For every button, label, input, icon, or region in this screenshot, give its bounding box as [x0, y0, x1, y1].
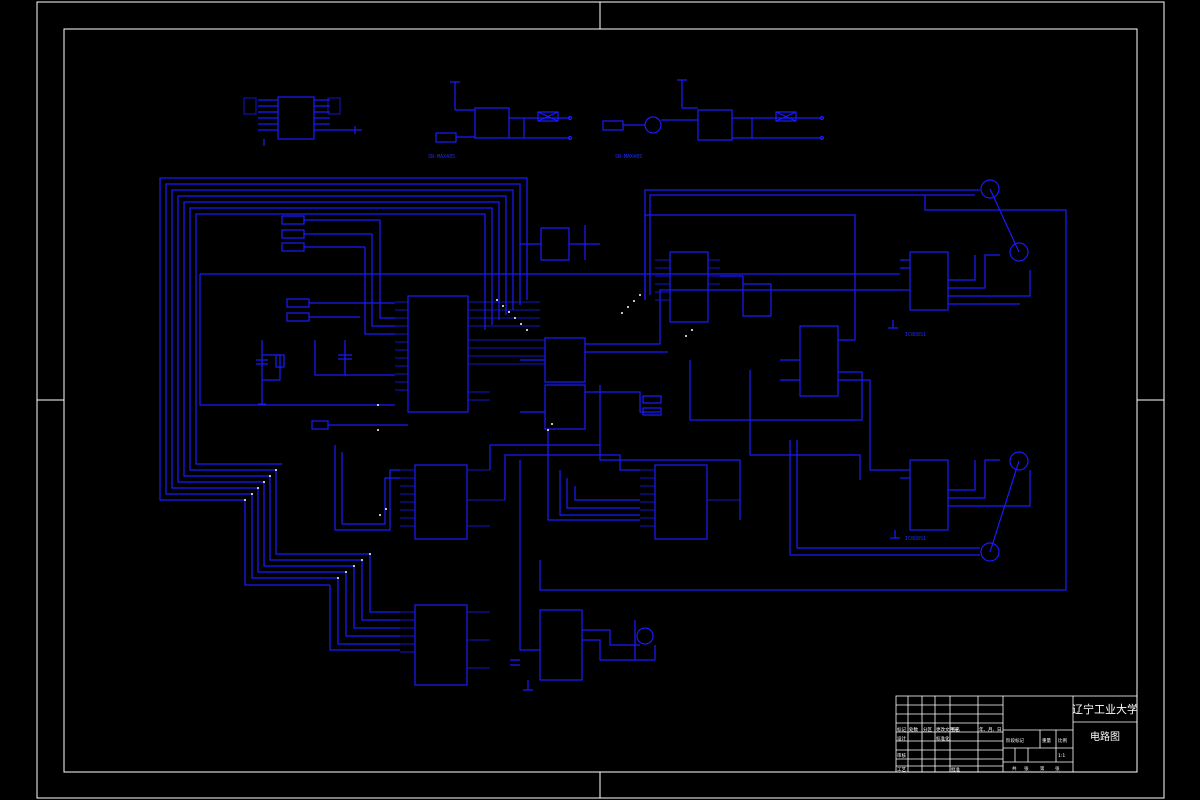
tb-cell-biaozhunhua: 标准化	[936, 735, 950, 742]
tb-cell-gong: 共	[1012, 765, 1017, 772]
lower-left-ic	[244, 444, 600, 586]
bottom-ic	[329, 554, 656, 691]
tb-cell-jieduan: 阶段标记	[1006, 737, 1024, 744]
tb-cell-zhang1: 张	[1024, 765, 1029, 772]
bus-entries	[244, 294, 693, 579]
right-upper-ic	[655, 251, 772, 323]
lower-right-ic	[504, 430, 740, 590]
drawing-frame	[36, 1, 1165, 799]
drawing-name: 电路图	[1090, 730, 1120, 743]
input-connectors	[281, 215, 408, 430]
tb-cell-biaoji: 标记	[897, 726, 906, 733]
tb-cell-gongyi: 工艺	[897, 767, 906, 773]
title-block: 辽宁工业大学 电路图 标记 处数 分区 更改文件号 签名 年、月、日 设计 标准…	[895, 695, 1138, 773]
relay-circuit-2	[602, 79, 825, 141]
tb-cell-genggai: 更改文件号	[936, 726, 959, 733]
component-labels: SN-MAX485 SN-MAX485 IC8O8S1 IC8O8S1	[428, 154, 926, 542]
label-ic-lower: IC8O8S1	[905, 536, 926, 542]
right-middle-ic	[644, 214, 900, 480]
tb-cell-nianyueri: 年、月、日	[979, 726, 1002, 733]
tb-cell-scale: 1:1	[1058, 753, 1065, 759]
label-ic-upper: IC8O8S1	[905, 332, 926, 338]
tb-cell-bili: 比例	[1058, 737, 1067, 744]
tb-cell-qianming: 签名	[951, 726, 960, 733]
middle-drivers	[520, 289, 900, 520]
tb-cell-shenhe: 审核	[897, 752, 906, 759]
label-max485-2: SN-MAX485	[615, 154, 642, 160]
reset-crystal	[199, 273, 900, 406]
schematic-traces	[159, 79, 1067, 691]
main-mcu	[395, 295, 545, 413]
tb-cell-zhongliang: 重量	[1042, 737, 1051, 744]
regulator-1	[520, 225, 600, 261]
stepper-drivers	[888, 251, 1031, 539]
tb-cell-pizhun: 批准	[951, 766, 960, 773]
tb-cell-zhang2: 张	[1055, 765, 1060, 772]
label-max485-1: SN-MAX485	[428, 154, 455, 160]
tb-cell-sheji: 设计	[897, 735, 906, 742]
relay-circuit-1	[435, 81, 573, 143]
top-left-ic	[243, 96, 362, 146]
university-name: 辽宁工业大学	[1072, 702, 1138, 716]
motors	[539, 179, 1067, 591]
tb-cell-di: 第	[1040, 765, 1045, 772]
tb-cell-fenqu: 分区	[923, 726, 932, 733]
tb-cell-chushu: 处数	[909, 726, 918, 733]
left-bus	[159, 177, 528, 501]
